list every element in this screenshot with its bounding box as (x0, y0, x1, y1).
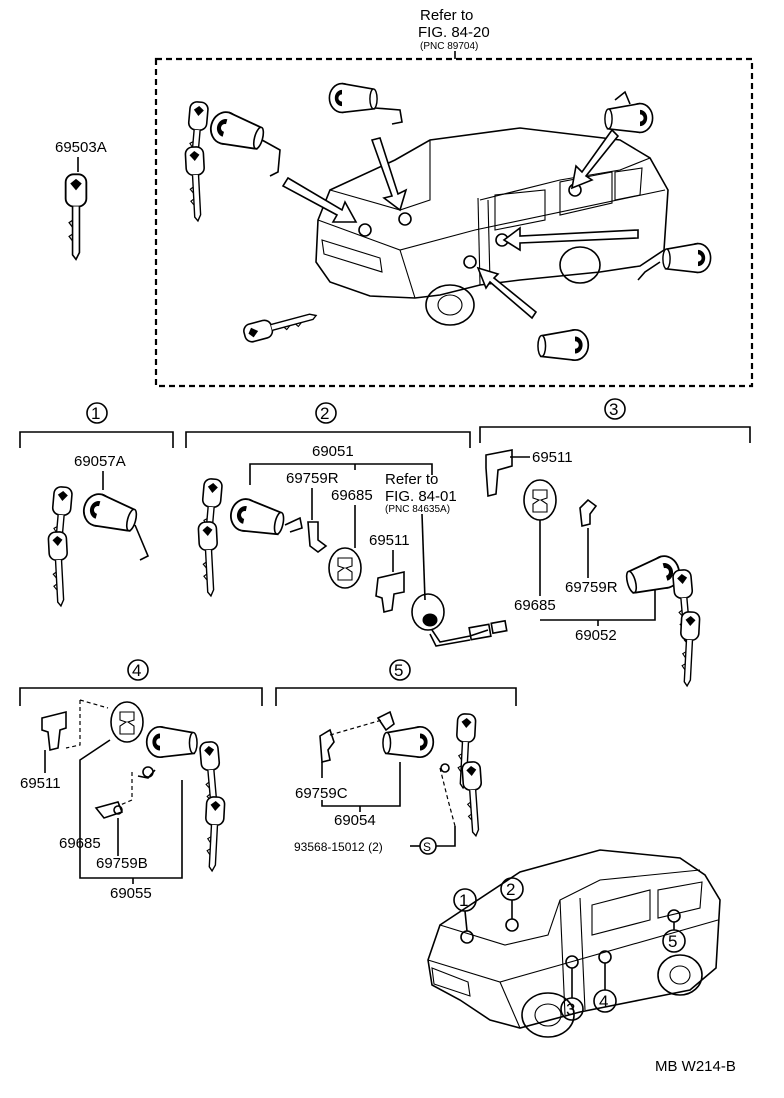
mid-ref-line3: (PNC 84635A) (385, 504, 450, 515)
label-69511-group4: 69511 (20, 775, 61, 792)
group-1: 1 (19, 402, 174, 448)
label-69051: 69051 (312, 443, 354, 460)
top-key-lying (241, 306, 320, 345)
top-ignition-lock-with-keys (183, 100, 281, 223)
label-69054: 69054 (334, 812, 376, 829)
label-69685-group4: 69685 (59, 835, 101, 852)
group-5-number: 5 (394, 661, 403, 680)
location-arrows (281, 128, 639, 320)
mid-ref-line1: Refer to (385, 471, 438, 488)
label-69685-group2: 69685 (331, 487, 373, 504)
switch-with-connector (411, 593, 508, 647)
screw-93568 (440, 763, 450, 773)
dash-guide-group5-a (329, 719, 383, 736)
dash-guide-group4-c (117, 772, 133, 807)
mid-ref-line2: FIG. 84-01 (385, 488, 457, 505)
label-69511-group3: 69511 (532, 449, 573, 466)
bracket-69054 (321, 762, 401, 807)
group-3-number: 3 (609, 400, 618, 419)
dash-guide-group5-b (439, 767, 456, 827)
retainer-69511-group4 (41, 710, 67, 751)
svg-text:5: 5 (668, 932, 677, 951)
dash-guide-group4-a (65, 700, 81, 749)
label-69759R-group2: 69759R (286, 470, 339, 487)
label-69057A: 69057A (74, 453, 126, 470)
van-illustration-top (315, 127, 669, 326)
key-69503A (64, 173, 88, 261)
group-2-number: 2 (320, 404, 329, 423)
group-4-number: 4 (132, 661, 141, 680)
group-4: 4 (19, 659, 263, 706)
top-lock-cylinder-2 (604, 90, 654, 134)
top-ref-line1: Refer to (420, 7, 473, 24)
clip-69759R-group3 (579, 498, 598, 527)
lock-69054-with-keys (376, 710, 486, 838)
leader-69685-group4 (79, 739, 111, 870)
van-callout-4: 4 (593, 963, 617, 1013)
label-69052: 69052 (575, 627, 617, 644)
clip-69759B-group4 (94, 801, 124, 819)
label-93568-15012: 93568-15012 (2) (294, 840, 383, 854)
van-illustration-bottom (427, 849, 721, 1038)
lock-69051-with-keys (197, 477, 303, 598)
van-callout-3: 3 (560, 968, 584, 1021)
clip-69759R-group2 (307, 521, 328, 553)
label-69685-group3: 69685 (514, 597, 556, 614)
group-1-number: 1 (91, 404, 100, 423)
van-callout-2: 2 (500, 877, 524, 919)
washer-69685-group4 (110, 701, 144, 743)
top-ref-line3: (PNC 89704) (420, 41, 478, 52)
retainer-69511-group2 (375, 570, 405, 613)
washer-69685-group3 (523, 479, 557, 521)
dash-guide-group4-b (79, 699, 109, 709)
top-ref-line2: FIG. 84-20 (418, 24, 490, 41)
van-callout-5: 5 (662, 922, 686, 953)
svg-text:1: 1 (459, 891, 468, 910)
van-callout-1: 1 (453, 888, 477, 932)
lock-69055-with-keys (137, 725, 226, 873)
lock-69057A-with-keys (47, 485, 150, 608)
svg-text:2: 2 (506, 880, 515, 899)
label-69759C: 69759C (295, 785, 348, 802)
svg-text:3: 3 (566, 1000, 575, 1019)
top-lock-cylinder-4 (537, 328, 590, 362)
label-69055: 69055 (110, 885, 152, 902)
label-69759R-group3: 69759R (565, 579, 618, 596)
group-5: 5 (275, 659, 517, 706)
footer-code: MB W214-B (655, 1058, 736, 1075)
leader-s-mark (436, 826, 456, 847)
washer-69685-group2 (328, 547, 362, 589)
s-mark-label: S (423, 840, 431, 854)
svg-text:4: 4 (599, 992, 608, 1011)
bracket-69051 (249, 463, 433, 485)
retainer-69511-group3 (485, 449, 513, 498)
reference-dashed-box (154, 57, 754, 388)
label-69511-group2: 69511 (369, 532, 410, 549)
bracket-69055 (79, 780, 183, 879)
label-69759B: 69759B (96, 855, 148, 872)
group-2: 2 (185, 402, 471, 448)
bracket-69052 (540, 590, 656, 621)
group-3: 3 (479, 398, 751, 443)
label-69503A: 69503A (55, 139, 107, 156)
top-lock-cylinder-3 (637, 242, 712, 281)
top-lock-cylinder-1 (328, 82, 403, 125)
